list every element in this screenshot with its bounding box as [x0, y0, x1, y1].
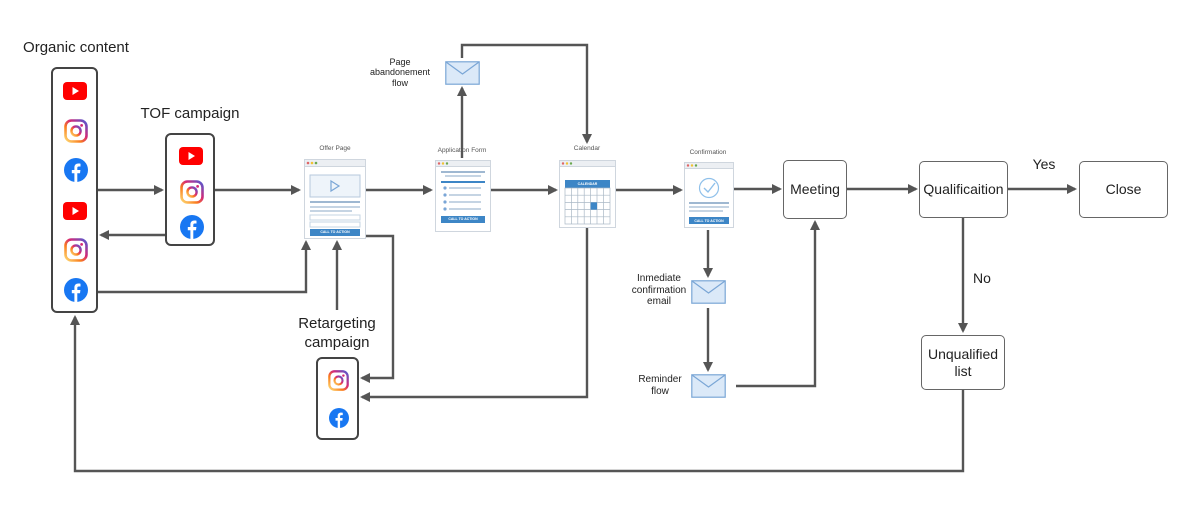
confirmation-cta: CALL TO ACTION	[694, 219, 724, 223]
tof-campaign-stack	[165, 133, 215, 246]
instagram-icon	[180, 180, 204, 209]
facebook-icon	[64, 278, 88, 307]
retargeting-campaign-stack	[316, 357, 359, 440]
abandonment-flow-label: Page abandonement flow	[360, 57, 440, 88]
yes-label: Yes	[1032, 156, 1056, 172]
application-form-mockup	[435, 160, 491, 237]
immediate-email-label: Inmediate confirmation email	[615, 273, 703, 308]
arrow-calendar-to-retargeting	[360, 228, 589, 402]
instagram-icon	[64, 238, 88, 267]
offer-page-title: Offer Page	[319, 145, 351, 152]
instagram-icon	[328, 370, 349, 396]
reminder-line1: Reminder	[638, 374, 682, 385]
calendar-mockup	[559, 160, 616, 233]
arrow-reminder-to-meeting	[736, 220, 820, 388]
reminder-flow-label: Reminder flow	[625, 374, 695, 397]
tof-campaign-title: TOF campaign	[140, 105, 240, 122]
calendar-header: CALENDAR	[577, 182, 598, 186]
offer-page-mockup	[304, 159, 366, 244]
facebook-icon	[64, 158, 88, 187]
youtube-icon	[179, 147, 203, 170]
arrow-organic-to-offer	[98, 240, 311, 294]
email-icon	[691, 280, 726, 309]
email-icon	[445, 61, 480, 90]
abandonment-line3: flow	[391, 77, 408, 88]
facebook-icon	[180, 215, 204, 244]
qualification-box: Qualificaition	[919, 161, 1008, 218]
abandonment-line1: Page	[389, 57, 411, 67]
immediate-line2: confirmation	[631, 284, 687, 296]
application-form-cta: CALL TO ACTION	[448, 217, 478, 221]
confirmation-title: Confirmation	[689, 149, 727, 156]
retargeting-title-line2: campaign	[304, 334, 370, 352]
unqualified-line1: Unqualified	[927, 345, 999, 362]
facebook-icon	[329, 408, 349, 433]
close-box: Close	[1079, 161, 1168, 218]
reminder-line2: flow	[651, 385, 669, 397]
organic-content-title: Organic content	[23, 39, 129, 56]
retargeting-title-line1: Retargeting	[298, 315, 376, 332]
confirmation-mockup	[684, 162, 734, 233]
organic-content-stack	[51, 67, 98, 313]
no-label: No	[973, 270, 991, 286]
offer-page-cta: CALL TO ACTION	[320, 230, 350, 234]
instagram-icon	[64, 119, 88, 148]
arrow-unqualified-to-organic	[70, 315, 965, 473]
immediate-line3: email	[647, 296, 671, 307]
abandonment-line2: abandonement	[369, 67, 431, 78]
immediate-line1: Inmediate	[637, 273, 681, 284]
application-form-title: Application Form	[437, 147, 487, 154]
unqualified-line2: list	[954, 362, 972, 379]
youtube-icon	[63, 82, 87, 105]
calendar-title: Calendar	[573, 145, 601, 152]
arrow-offer-to-retargeting	[360, 234, 395, 383]
unqualified-list-box: Unqualified list	[921, 335, 1005, 390]
retargeting-campaign-title: Retargeting campaign	[276, 315, 398, 352]
meeting-box: Meeting	[783, 160, 847, 219]
email-icon	[691, 374, 726, 403]
youtube-icon	[63, 202, 87, 225]
arrow-abandonment-to-calendar	[460, 43, 592, 144]
